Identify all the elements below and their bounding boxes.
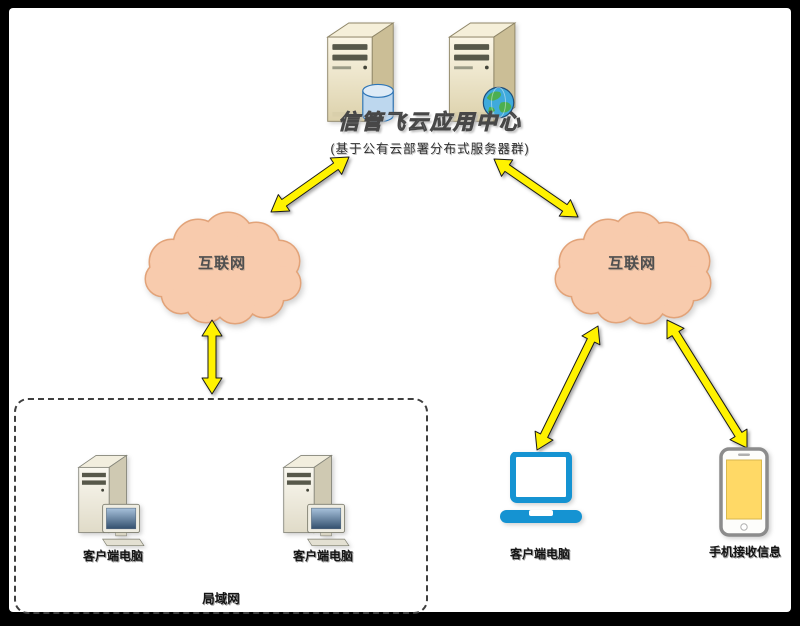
desktop-pc-icon-2 bbox=[283, 454, 350, 547]
lan-label: 局域网 bbox=[202, 592, 240, 606]
server-cluster-icon bbox=[327, 22, 516, 123]
globe-icon bbox=[482, 86, 515, 119]
lan-boundary: 局域网 bbox=[14, 398, 428, 614]
server-tower-globe-icon bbox=[448, 22, 516, 122]
internet-label-left: 互联网 bbox=[197, 255, 246, 272]
arrow-right-cloud-to-laptop bbox=[534, 325, 601, 451]
arrow-left-cloud-to-lan bbox=[201, 319, 223, 395]
desktop-pc-icon-1 bbox=[78, 454, 145, 547]
arrow-server-to-left-cloud bbox=[270, 156, 350, 213]
arrow-right-cloud-to-phone bbox=[666, 319, 748, 449]
laptop-icon bbox=[500, 452, 582, 523]
diagram-subtitle: (基于公有云部署分布式服务器群) bbox=[330, 142, 530, 156]
diagram-title: 信管飞云应用中心 bbox=[338, 111, 522, 135]
arrow-server-to-right-cloud bbox=[493, 158, 579, 218]
pc-label-2: 客户端电脑 bbox=[292, 549, 353, 563]
server-tower-database-icon bbox=[327, 22, 394, 123]
internet-label-right: 互联网 bbox=[607, 255, 656, 272]
laptop-label: 客户端电脑 bbox=[509, 547, 570, 561]
smartphone-icon bbox=[719, 447, 769, 537]
phone-label: 手机接收信息 bbox=[708, 545, 781, 559]
pc-label-1: 客户端电脑 bbox=[82, 549, 143, 563]
database-cylinder-icon bbox=[362, 83, 394, 123]
